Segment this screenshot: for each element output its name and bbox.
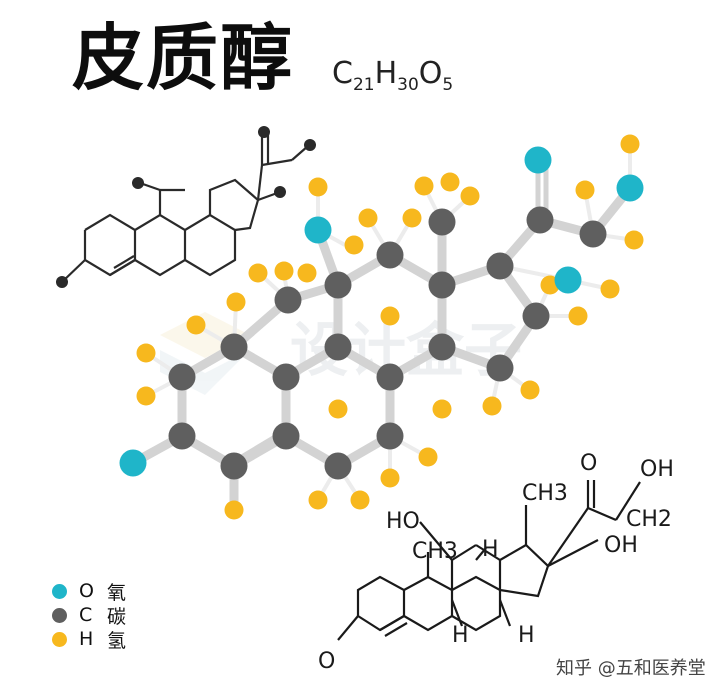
- legend-carbon: C 碳: [52, 604, 127, 628]
- skeletal-atoms: [56, 126, 316, 288]
- skeletal-formula: [61, 135, 309, 283]
- structural-labels: CH3 CH3 HO OH CH2 OH H H H O O: [318, 451, 674, 674]
- hydrogen-dot-icon: [52, 631, 67, 647]
- oxygen-atoms: [119, 146, 644, 477]
- source-credit: 知乎 @五和医养堂: [556, 658, 706, 679]
- legend-carbon-name: 碳: [107, 605, 127, 628]
- hydrogen-atoms: [136, 134, 644, 520]
- page-title: 皮质醇: [72, 16, 295, 100]
- formula-c: C: [332, 56, 353, 91]
- formula-h: H: [374, 56, 398, 91]
- label-ho-left: HO: [386, 509, 420, 534]
- label-oh-right: OH: [604, 533, 638, 558]
- formula-h-count: 30: [397, 75, 419, 95]
- legend-carbon-symbol: C: [79, 604, 93, 626]
- atom-legend: O 氧 C 碳 H 氢: [52, 580, 126, 652]
- carbon-atoms: [168, 206, 607, 480]
- carbon-dot-icon: [52, 607, 67, 623]
- formula-c-count: 21: [352, 75, 375, 95]
- structural-formula: [337, 480, 641, 641]
- legend-hydrogen: H 氢: [52, 628, 127, 652]
- legend-hydrogen-name: 氢: [107, 629, 127, 652]
- legend-oxygen: O 氧: [52, 580, 127, 604]
- label-h-mid: H: [482, 537, 499, 562]
- label-o-ketone: O: [318, 649, 335, 674]
- label-ch2: CH2: [626, 507, 672, 532]
- legend-hydrogen-symbol: H: [79, 628, 94, 650]
- label-ch3-top: CH3: [522, 481, 568, 506]
- label-o-side: O: [580, 451, 597, 476]
- label-ch3-left: CH3: [412, 539, 458, 564]
- formula-o: O: [418, 56, 443, 91]
- legend-oxygen-symbol: O: [79, 580, 94, 602]
- label-h-low: H: [452, 623, 469, 648]
- molecular-formula: C21H30O5: [332, 56, 453, 95]
- legend-oxygen-name: 氧: [107, 581, 127, 604]
- label-h-right: H: [518, 623, 535, 648]
- label-oh-top: OH: [640, 457, 674, 482]
- formula-o-count: 5: [442, 75, 454, 95]
- oxygen-dot-icon: [52, 583, 67, 599]
